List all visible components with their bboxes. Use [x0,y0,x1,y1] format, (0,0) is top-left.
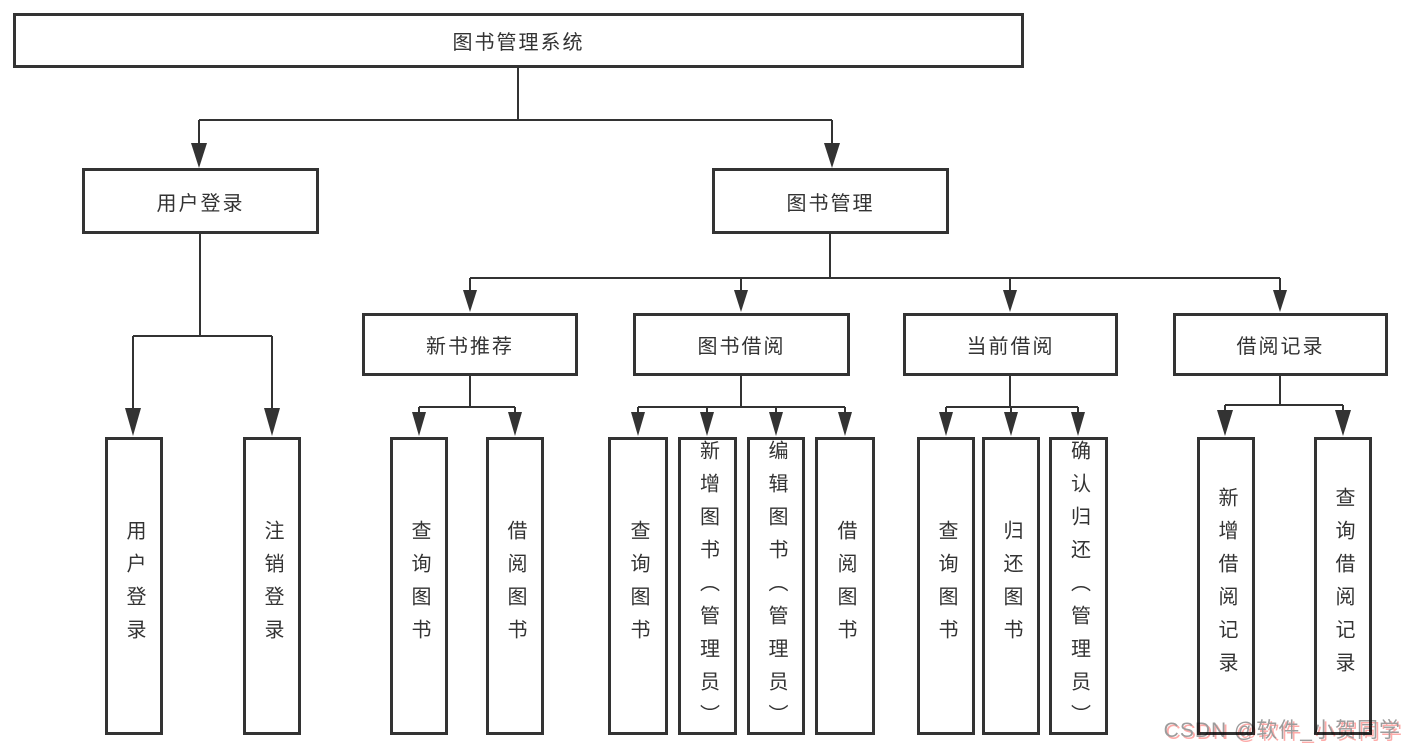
node-borrowing-records: 借阅记录 [1173,313,1388,376]
arrowhead [463,290,477,312]
leaf-label: 查询图书 [935,520,957,652]
leaf-query-borrow-record: 查询借阅记录 [1314,437,1372,735]
arrowhead [264,408,280,436]
node-book-borrowing: 图书借阅 [633,313,850,376]
arrowhead [125,408,141,436]
leaf-add-books-admin: 新增图书（管理员） [678,437,737,737]
leaf-add-borrow-record: 新增借阅记录 [1197,437,1255,735]
arrowhead [939,412,953,436]
leaf-user-login: 用户登录 [105,437,163,735]
arrowhead [1003,290,1017,312]
node-book-management: 图书管理 [712,168,949,234]
arrowhead [769,412,783,436]
leaf-label: 归还图书 [1000,520,1022,652]
leaf-label: 注销登录 [261,520,283,652]
arrowhead [700,412,714,436]
csdn-watermark: CSDN @软件_小贺同学 [1163,719,1401,742]
leaf-label: 查询图书 [627,520,649,652]
node-current-borrowing: 当前借阅 [903,313,1118,376]
leaf-label: 新增借阅记录 [1215,487,1237,685]
leaf-query-books-borrowing: 查询图书 [608,437,668,735]
leaf-label: 编辑图书（管理员） [765,440,787,737]
leaf-label: 借阅图书 [504,520,526,652]
arrowhead [734,290,748,312]
arrowhead [191,143,207,168]
leaf-return-books: 归还图书 [982,437,1040,735]
arrowhead [1335,410,1351,436]
arrowhead [1004,412,1018,436]
node-user-login: 用户登录 [82,168,319,234]
arrowhead [1071,412,1085,436]
leaf-label: 新增图书（管理员） [696,440,719,737]
leaf-label: 查询借阅记录 [1332,487,1354,685]
arrowhead [838,412,852,436]
leaf-query-books-current: 查询图书 [917,437,975,735]
leaf-label: 确认归还（管理员） [1067,440,1090,737]
leaf-borrow-books-recommend: 借阅图书 [486,437,544,735]
node-new-book-recommend: 新书推荐 [362,313,578,376]
leaf-confirm-return-admin: 确认归还（管理员） [1049,437,1108,737]
node-library-management-system: 图书管理系统 [13,13,1024,68]
leaf-label: 用户登录 [123,520,145,652]
leaf-logout: 注销登录 [243,437,301,735]
arrowhead [824,143,840,168]
arrowhead [412,412,426,436]
leaf-label: 查询图书 [408,520,430,652]
arrowhead [508,412,522,436]
leaf-label: 借阅图书 [834,520,856,652]
arrowhead [1273,290,1287,312]
arrowhead [1217,410,1233,436]
leaf-query-books-recommend: 查询图书 [390,437,448,735]
leaf-edit-books-admin: 编辑图书（管理员） [747,437,805,737]
leaf-borrow-books: 借阅图书 [815,437,875,735]
arrowhead [631,412,645,436]
